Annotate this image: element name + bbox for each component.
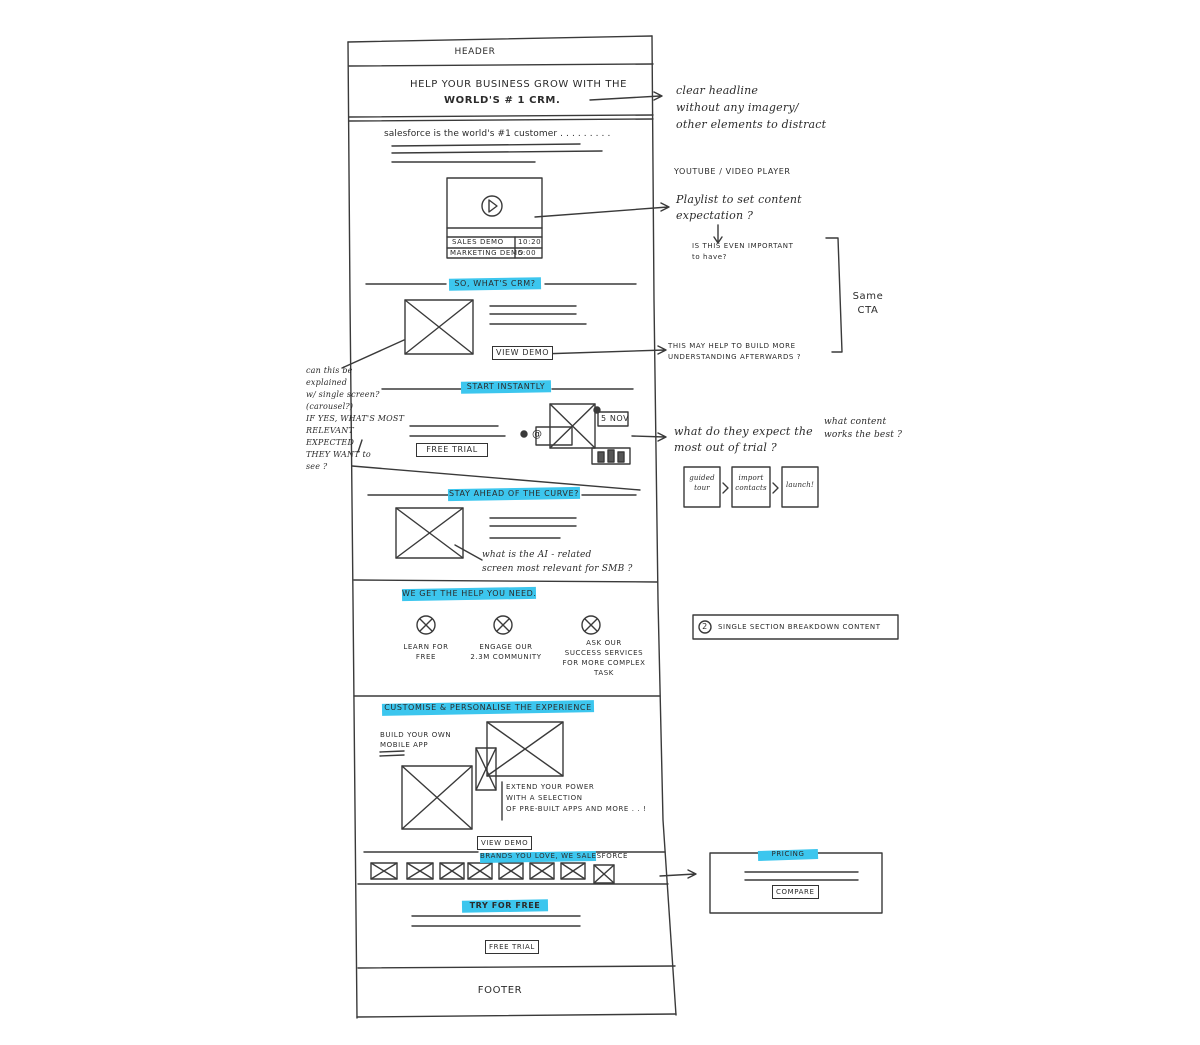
breakdown-number: 2	[702, 622, 708, 631]
flow-step-3: launch!	[785, 481, 815, 489]
free-trial-button[interactable]: FREE TRIAL	[416, 443, 488, 457]
image-placeholder	[404, 299, 474, 355]
calendar-badge-text: 5 NOV	[601, 414, 630, 423]
hero-headline-line2: WORLD'S # 1 CRM.	[444, 95, 561, 106]
playlist-item-1-title[interactable]: SALES DEMO	[452, 238, 504, 246]
page-top-edge	[347, 35, 653, 43]
video-note-important: IS THIS EVEN IMPORTANT to have?	[692, 242, 794, 261]
start-heading: START INSTANTLY	[466, 382, 546, 391]
at-icon: @	[532, 429, 543, 440]
playlist-item-2-duration: 5:00	[518, 249, 537, 257]
divider-header	[348, 63, 654, 67]
divider-hero	[348, 114, 654, 118]
arrow-ai	[454, 544, 483, 561]
free-trial-button-2[interactable]: FREE TRIAL	[485, 940, 539, 954]
help-item-community: ENGAGE OUR 2.3M COMMUNITY	[470, 643, 542, 661]
community-icon	[493, 615, 513, 635]
arrow-trial	[631, 432, 667, 442]
trial-note: what do they expect the most out of tria…	[674, 425, 813, 454]
divider-help	[353, 579, 658, 583]
customise-heading: CUSTOMISE & PERSONALISE THE EXPERIENCE	[384, 703, 592, 712]
content-note: what content works the best ?	[824, 417, 903, 440]
curve-heading: STAY AHEAD OF THE CURVE?	[448, 489, 580, 498]
pricing-box	[709, 852, 883, 914]
intro-text: salesforce is the world's #1 customer . …	[384, 129, 611, 139]
help-item-learn: LEARN FOR FREE	[403, 643, 449, 661]
playlist-item-2-title[interactable]: MARKETING DEMO	[450, 249, 524, 257]
headline-note: clear headline without any imagery/ othe…	[676, 84, 827, 131]
success-icon	[581, 615, 601, 635]
ai-note: what is the AI - related screen most rel…	[482, 550, 633, 574]
arrow-pricing	[659, 869, 697, 879]
image-placeholder	[401, 765, 473, 830]
learn-icon	[416, 615, 436, 635]
hero-headline-line1: HELP YOUR BUSINESS GROW WITH THE	[410, 79, 628, 90]
pricing-heading: PRICING	[771, 850, 805, 858]
arrow-single-screen	[341, 339, 405, 369]
try-free-heading: TRY FOR FREE	[469, 901, 541, 910]
footer-label: FOOTER	[477, 985, 523, 996]
video-note-playlist: Playlist to set content expectation ?	[676, 193, 802, 222]
brand-logos	[370, 862, 615, 884]
flow-step-1: guided tour	[689, 474, 715, 492]
arrow-headline	[589, 91, 663, 101]
intro-line	[391, 150, 603, 154]
divider-footer	[357, 965, 676, 969]
intro-line	[391, 143, 581, 147]
image-placeholder	[549, 403, 596, 449]
page-right-edge	[651, 35, 677, 1016]
mobile-phone	[475, 747, 497, 791]
demo-note: THIS MAY HELP TO BUILD MORE UNDERSTANDIN…	[668, 342, 802, 361]
image-placeholder	[395, 507, 464, 559]
image-placeholder	[486, 721, 564, 777]
flow-step-2: import contacts	[735, 474, 767, 492]
header-label: HEADER	[454, 47, 496, 57]
single-screen-note: can this be explained w/ single screen? …	[306, 366, 405, 471]
play-icon	[481, 195, 503, 217]
arrow-demo	[539, 345, 667, 355]
video-note-player: YOUTUBE / VIDEO PLAYER	[674, 167, 791, 176]
same-cta-note: Same CTA	[852, 291, 884, 316]
brands-heading: BRANDS YOU LOVE, WE SALESFORCE	[480, 852, 628, 860]
compare-button[interactable]: COMPARE	[772, 885, 819, 899]
help-heading: WE GET THE HELP YOU NEED.	[402, 589, 537, 598]
arrow-video	[534, 202, 670, 218]
same-cta-bracket	[825, 237, 843, 353]
view-demo-button[interactable]: VIEW DEMO	[492, 346, 554, 360]
page-left-edge	[347, 41, 358, 1019]
breakdown-note: SINGLE SECTION BREAKDOWN CONTENT	[718, 623, 881, 631]
mobile-app-label: BUILD YOUR OWN MOBILE APP	[380, 731, 452, 749]
view-demo-button-2[interactable]: VIEW DEMO	[477, 836, 533, 850]
extend-text: EXTEND YOUR POWER WITH A SELECTION OF PR…	[506, 783, 647, 813]
playlist-item-1-duration: 10:20	[518, 238, 542, 246]
crm-heading: SO, WHAT'S CRM?	[454, 279, 536, 288]
page-bottom-edge	[356, 1013, 677, 1018]
help-item-success: ASK OUR SUCCESS SERVICES FOR MORE COMPLE…	[562, 639, 646, 677]
